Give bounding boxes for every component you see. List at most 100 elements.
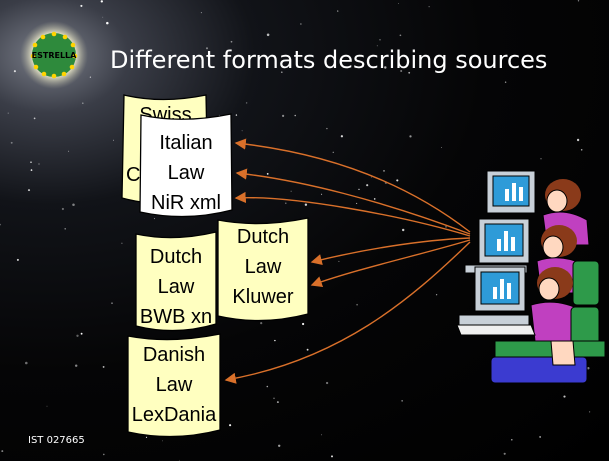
arrow-icon [235, 168, 471, 235]
danish-line-1: Danish [142, 344, 206, 366]
star [337, 10, 339, 12]
star [358, 188, 360, 191]
star [338, 260, 340, 262]
star [340, 135, 344, 138]
star [325, 381, 329, 385]
star [400, 69, 403, 73]
star [384, 66, 387, 69]
star [401, 400, 403, 402]
star [153, 218, 155, 220]
star [64, 228, 66, 230]
star [103, 453, 105, 456]
dutch-kluwer-line-1: Dutch [236, 226, 290, 248]
star [161, 440, 163, 442]
star [74, 364, 78, 367]
star [38, 163, 40, 165]
star [0, 223, 1, 226]
star [1, 450, 4, 453]
star [326, 127, 328, 130]
star [356, 303, 358, 306]
star [399, 34, 402, 37]
star [274, 339, 276, 342]
star [290, 190, 292, 192]
star [113, 139, 114, 141]
star [241, 130, 243, 132]
star [102, 16, 104, 18]
dutch-kluwer-line-2: Law [244, 256, 282, 278]
star [480, 62, 482, 64]
star [376, 45, 378, 47]
arrow-icon [234, 138, 471, 233]
star [30, 169, 33, 171]
star [294, 114, 296, 117]
italian-law-document: Italian Law NiR xml [136, 110, 236, 222]
slide-title: Different formats describing sources [110, 46, 548, 74]
star [27, 189, 31, 192]
star [587, 366, 590, 370]
italian-line-2: Law [167, 162, 205, 184]
star [89, 76, 92, 78]
swiss-line-3: C [126, 164, 141, 186]
star [435, 294, 438, 296]
star [576, 138, 580, 142]
arrow-icon [224, 241, 471, 384]
star [511, 438, 513, 441]
star [504, 81, 507, 83]
star [33, 117, 36, 120]
star [282, 114, 285, 117]
star [25, 361, 28, 365]
star [235, 114, 238, 116]
star [361, 65, 364, 68]
star [278, 444, 281, 447]
star [540, 158, 542, 160]
star [111, 302, 113, 304]
star [331, 455, 333, 458]
dutch-bwb-line-2: Law [157, 276, 195, 298]
star [428, 6, 430, 8]
star [205, 47, 209, 50]
star [121, 242, 123, 244]
star [266, 173, 269, 175]
star [260, 322, 263, 325]
danish-line-2: Law [155, 374, 193, 396]
star [273, 397, 275, 400]
star [46, 405, 48, 407]
star [383, 170, 385, 172]
star [304, 203, 308, 206]
star [379, 39, 381, 41]
star [321, 193, 323, 195]
danish-law-document: Danish Law LexDania [124, 330, 224, 442]
star [563, 395, 566, 398]
star [396, 179, 399, 182]
arrow-icon [310, 239, 471, 288]
star [588, 411, 591, 413]
star [306, 348, 309, 351]
dutch-bwb-line-3: BWB xn [139, 306, 213, 328]
star [13, 70, 16, 73]
star [16, 258, 19, 261]
star [371, 176, 373, 178]
star [266, 33, 270, 37]
star [76, 334, 79, 337]
star [7, 112, 9, 114]
star [10, 141, 13, 144]
star [503, 452, 506, 455]
star [200, 12, 202, 14]
danish-line-3: LexDania [131, 404, 217, 426]
star [321, 434, 323, 436]
estrella-logo: ESTRELLA [20, 21, 88, 89]
star [580, 149, 583, 151]
star [366, 184, 369, 187]
star [102, 365, 105, 368]
logo-text: ESTRELLA [32, 51, 78, 60]
star [230, 40, 233, 43]
star [398, 3, 399, 5]
star [445, 226, 447, 228]
star [373, 198, 376, 200]
star [80, 332, 83, 335]
star [100, 0, 103, 3]
computer-users-icon [456, 170, 605, 384]
star [68, 150, 70, 152]
arrow-icon [310, 237, 471, 266]
